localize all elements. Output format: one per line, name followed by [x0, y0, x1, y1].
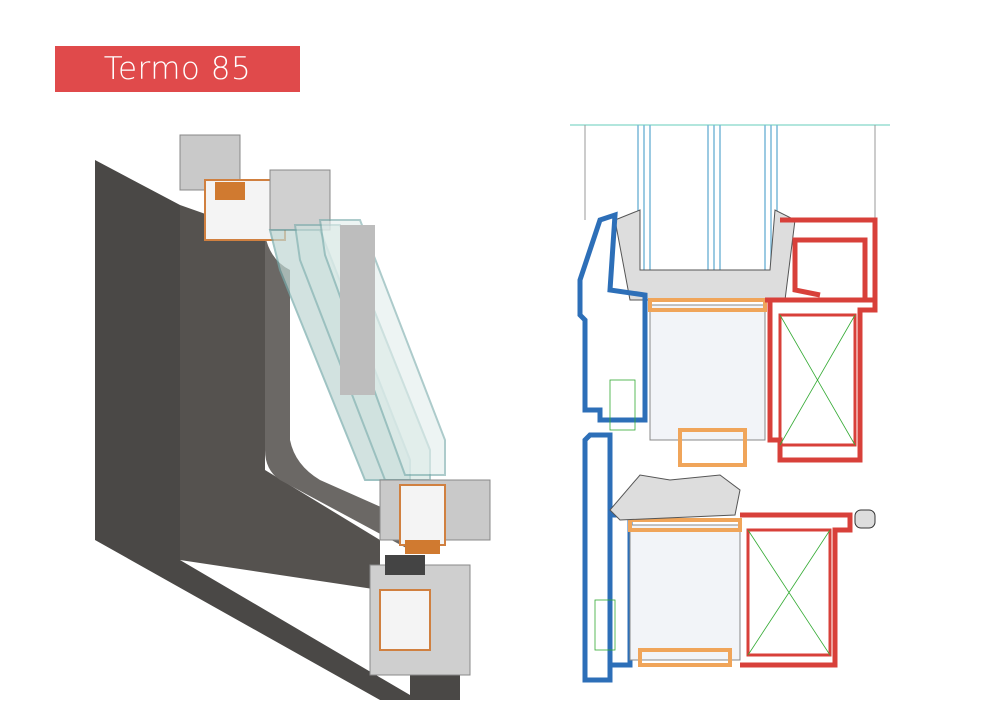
- end-gasket: [854, 509, 876, 529]
- lower-gasket: [609, 474, 741, 521]
- bottom-frame-insulation: [379, 589, 431, 651]
- frame-front-face: [95, 160, 460, 700]
- small-box-upper: [609, 379, 636, 431]
- glass-panes: [637, 125, 778, 270]
- window-profile-3d-render: [95, 134, 491, 700]
- product-title: Termo 85: [103, 51, 252, 87]
- right-wall-light: [340, 225, 375, 395]
- insulation-foam-upper: [649, 304, 766, 441]
- orange-thermal-break-lower: [628, 518, 742, 667]
- red-lower-profile: [740, 512, 853, 668]
- blue-lower-profile: [582, 432, 613, 683]
- blue-outer-profile: [577, 211, 648, 423]
- glazing-gasket: [614, 209, 796, 301]
- red-reinforcement-upper: [778, 313, 857, 447]
- small-box-lower: [594, 599, 616, 651]
- blue-lower-inner: [610, 512, 633, 668]
- window-profile-cross-section: [570, 124, 890, 683]
- red-frame-profile: [765, 297, 878, 463]
- top-thermal-break: [215, 182, 245, 200]
- product-title-banner: Termo 85: [55, 46, 300, 92]
- orange-thermal-break-upper: [648, 298, 767, 467]
- sash-curve: [265, 235, 410, 550]
- bottom-insulation: [399, 484, 446, 546]
- insulation-foam-lower: [629, 524, 741, 661]
- bottom-thermal-break: [405, 540, 440, 554]
- red-upper-profile: [780, 217, 878, 303]
- bottom-frame-break: [385, 555, 425, 575]
- sash-front-face: [180, 205, 380, 590]
- red-reinforcement-lower: [746, 528, 832, 657]
